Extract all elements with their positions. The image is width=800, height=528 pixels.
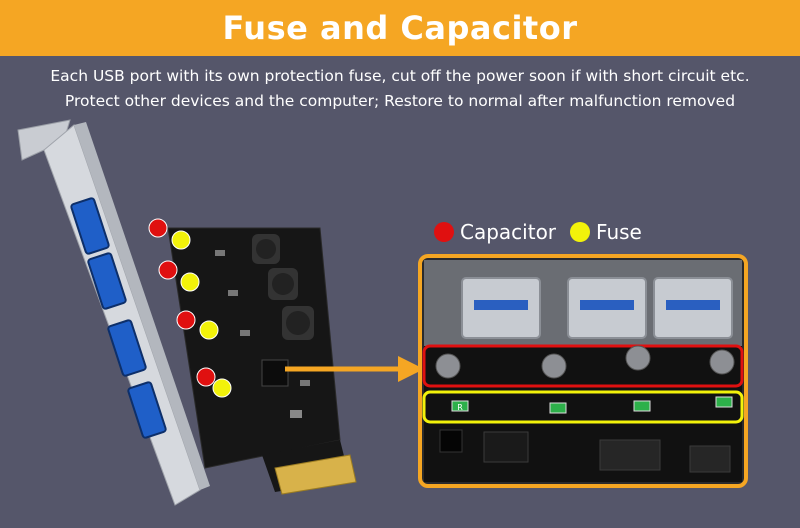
- pcb-board: [167, 227, 357, 495]
- description-line-1: Each USB port with its own protection fu…: [50, 67, 750, 85]
- closeup-capacitor: [541, 353, 567, 379]
- fuse-legend-icon: [570, 222, 591, 242]
- title-banner: Fuse and Capacitor: [0, 0, 800, 56]
- fuse-marking-text: R: [457, 403, 463, 412]
- capacitor-marker: [176, 310, 196, 330]
- closeup-capacitor: [709, 349, 735, 375]
- legend: Capacitor Fuse: [434, 220, 642, 244]
- closeup-capacitor: [625, 345, 651, 371]
- capacitor-marker: [158, 260, 178, 280]
- capacitor-legend-icon: [434, 222, 454, 242]
- fuse-marker: [199, 320, 219, 340]
- arrow-icon: [285, 356, 424, 382]
- description: Each USB port with its own protection fu…: [0, 64, 800, 114]
- fuse-markers: [171, 230, 232, 398]
- capacitor-markers: [148, 218, 216, 387]
- fuse-marker: [171, 230, 191, 250]
- capacitor-row-highlight: [422, 344, 744, 388]
- capacitor-marker: [196, 367, 216, 387]
- page-title: Fuse and Capacitor: [222, 9, 578, 47]
- fuse-marker: [180, 272, 200, 292]
- closeup-fuse: [549, 402, 567, 414]
- fuse-marker: [212, 378, 232, 398]
- fuse-row-highlight: [422, 390, 744, 424]
- usb-ports: [70, 197, 167, 439]
- closeup-fuse: [633, 400, 651, 412]
- capacitor-marker: [148, 218, 168, 238]
- closeup-fuse: [715, 396, 733, 408]
- capacitor-legend-label: Capacitor: [460, 220, 557, 244]
- description-line-2: Protect other devices and the computer; …: [64, 92, 736, 110]
- fuse-legend-label: Fuse: [596, 220, 642, 244]
- closeup-capacitor: [435, 353, 461, 379]
- closeup-panel: R: [418, 254, 748, 488]
- closeup-fuse: [451, 400, 469, 412]
